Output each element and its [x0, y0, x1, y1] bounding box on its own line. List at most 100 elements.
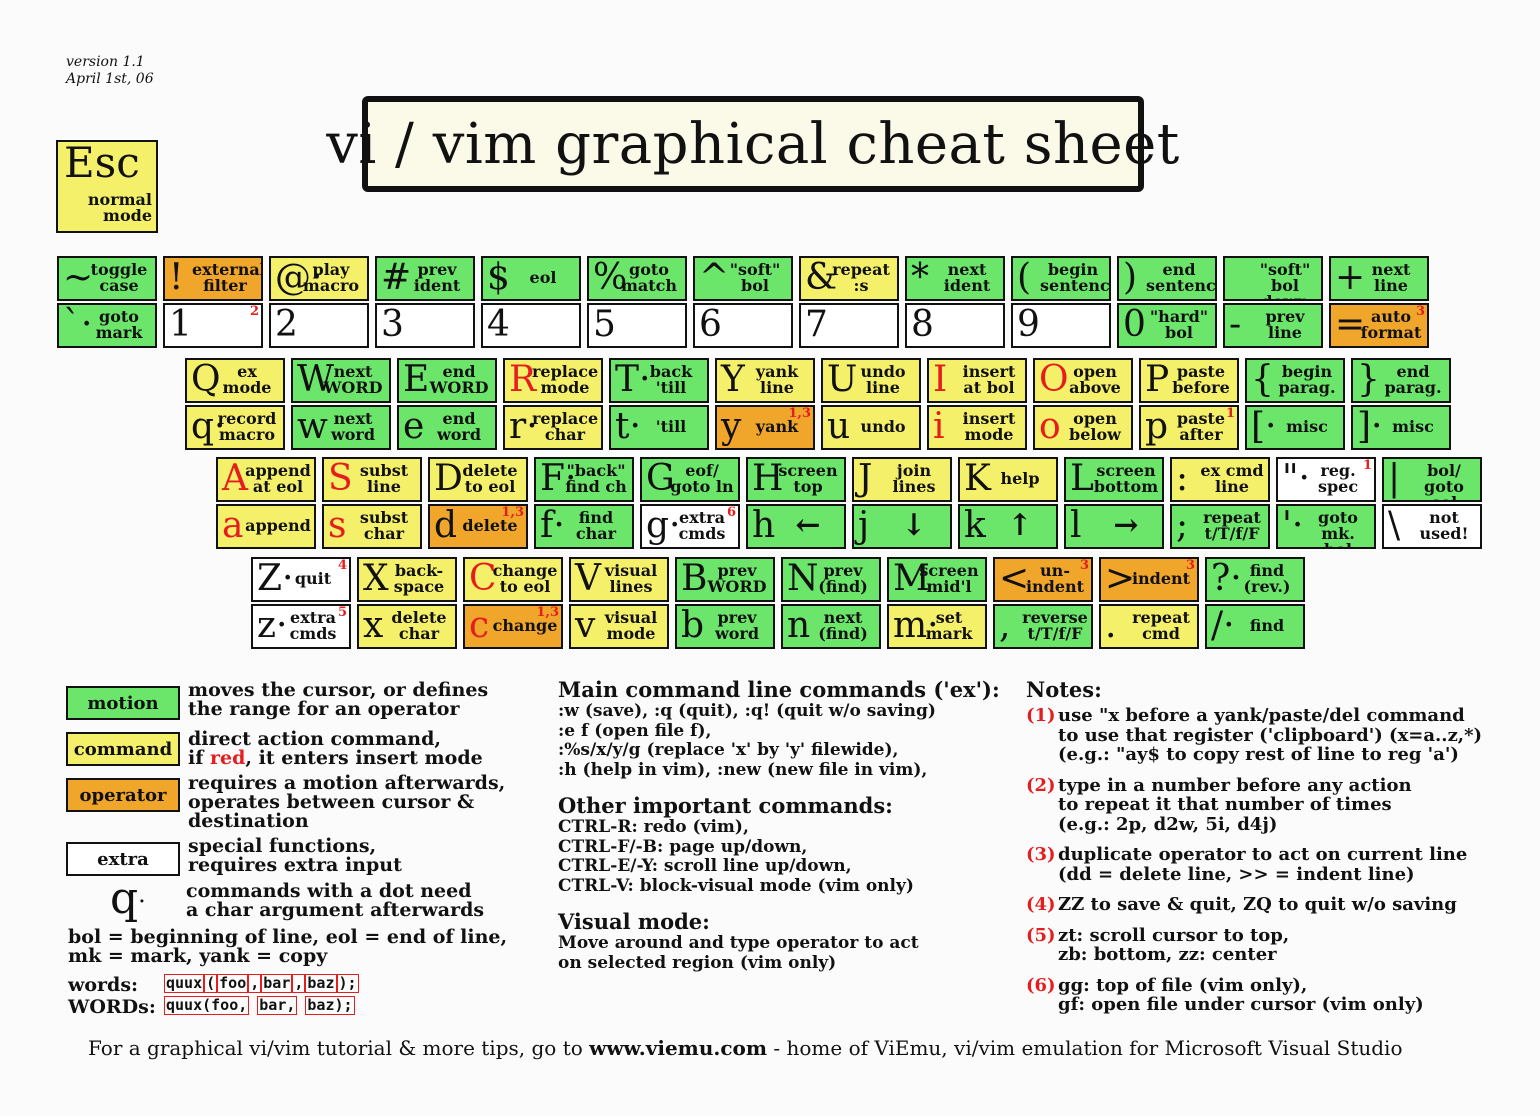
ex-commands-section: Main command line commands ('ex'): :w (s… — [558, 678, 1008, 973]
key-description: external filter — [192, 260, 263, 295]
key-symbol: t· — [615, 406, 641, 447]
legend-command-text-red: red — [210, 747, 246, 769]
key-bottom-half: /·find — [1205, 604, 1305, 649]
key-symbol: { — [1251, 359, 1274, 400]
key-description: change to eol — [492, 561, 558, 596]
key-symbol: 4 — [487, 304, 510, 345]
key-symbol: , — [999, 605, 1011, 646]
footer-link[interactable]: www.viemu.com — [589, 1036, 768, 1060]
key-esc: Esc normal mode — [56, 140, 158, 233]
key-description: extra cmds — [289, 608, 337, 643]
key-symbol: ]· — [1357, 406, 1383, 447]
note-text: type in a number before any action to re… — [1058, 774, 1412, 835]
WORDS-label: WORDs: — [68, 996, 156, 1018]
key-symbol: ) — [1123, 257, 1138, 298]
key-description: yank — [755, 417, 799, 436]
other-commands-lines: CTRL-R: redo (vim), CTRL-F/-B: page up/d… — [558, 817, 914, 896]
key-bottom-half: 7 — [799, 303, 899, 348]
key-symbol: \ — [1388, 505, 1401, 546]
key-description: goto mk. bol — [1318, 508, 1358, 548]
key-bottom-half: t·'till — [609, 405, 709, 450]
key-description: repeat cmd — [1132, 608, 1190, 643]
key-bottom-half: 0"hard" bol — [1117, 303, 1217, 348]
key-symbol: h — [752, 505, 776, 546]
key-top-half: "soft" bol down — [1223, 256, 1323, 301]
key-symbol: D — [434, 458, 463, 499]
key-description: subst char — [359, 508, 409, 543]
key-description: "soft" bol down — [1259, 260, 1311, 300]
key-description: toggle case — [90, 260, 148, 295]
key-description: open above — [1069, 362, 1121, 397]
key-description: quit — [294, 569, 332, 588]
note-item: (3)duplicate operator to act on current … — [1026, 845, 1506, 884]
key-description: eof/ goto ln — [670, 461, 734, 496]
key-description: goto mark — [95, 307, 143, 342]
key-symbol: z· — [257, 605, 288, 646]
key-description: misc — [1286, 417, 1328, 436]
legend-command-text-pre: direct action command, if — [188, 728, 442, 769]
key-symbol: v — [575, 605, 596, 646]
key-top-half: @·play macro — [269, 256, 369, 301]
key-description: delete char — [391, 608, 447, 643]
key: (begin sentence9 — [1011, 256, 1111, 348]
legend-command-text-post: , it enters insert mode — [245, 747, 483, 769]
version-info: version 1.1 April 1st, 06 — [66, 54, 154, 88]
note-number: (1) — [1026, 705, 1056, 726]
key-footnote: 3 — [1415, 304, 1425, 319]
key-description: eol — [529, 268, 557, 287]
key-symbol: * — [911, 257, 929, 298]
word-box: bar — [261, 974, 293, 993]
key-top-half: ^"soft" bol — [693, 256, 793, 301]
legend-extra-text: special functions, requires extra input — [188, 835, 402, 876]
key-description: record macro — [217, 409, 277, 444]
key-bottom-half: l→ — [1064, 504, 1164, 549]
key-symbol: d — [434, 505, 458, 546]
word-box: quux — [164, 974, 205, 993]
legend-motion-box: motion — [66, 686, 180, 720]
key-bottom-half: ;repeat t/T/f/F — [1170, 504, 1270, 549]
key-description: visual lines — [604, 561, 658, 596]
words-example: quux(foo,bar,baz); — [164, 974, 359, 993]
key-description: end WORD — [429, 362, 489, 397]
key-bottom-half: k↑ — [958, 504, 1058, 549]
key-description: bol/ goto col — [1424, 461, 1464, 501]
key: :ex cmd line;repeat t/T/f/F — [1170, 457, 1270, 549]
key-symbol: < — [999, 558, 1030, 599]
key-description: reg. spec — [1317, 461, 1359, 496]
key-symbol: y — [721, 406, 742, 447]
key-esc-desc: normal mode — [87, 190, 152, 225]
key-symbol: 7 — [805, 304, 828, 345]
key-symbol: g· — [646, 505, 681, 546]
key-description: end word — [436, 409, 482, 444]
key-description: begin sentence — [1040, 260, 1110, 295]
note-item: (6)gg: top of file (vim only), gf: open … — [1026, 975, 1506, 1015]
key-description: end sentence — [1146, 260, 1216, 295]
key-symbol: ~ — [63, 257, 94, 298]
key-symbol: W — [297, 359, 335, 400]
key-bottom-half: ]·misc — [1351, 405, 1451, 450]
note-item: (2)type in a number before any action to… — [1026, 774, 1506, 835]
key-bottom-half: \not used! — [1382, 504, 1482, 549]
